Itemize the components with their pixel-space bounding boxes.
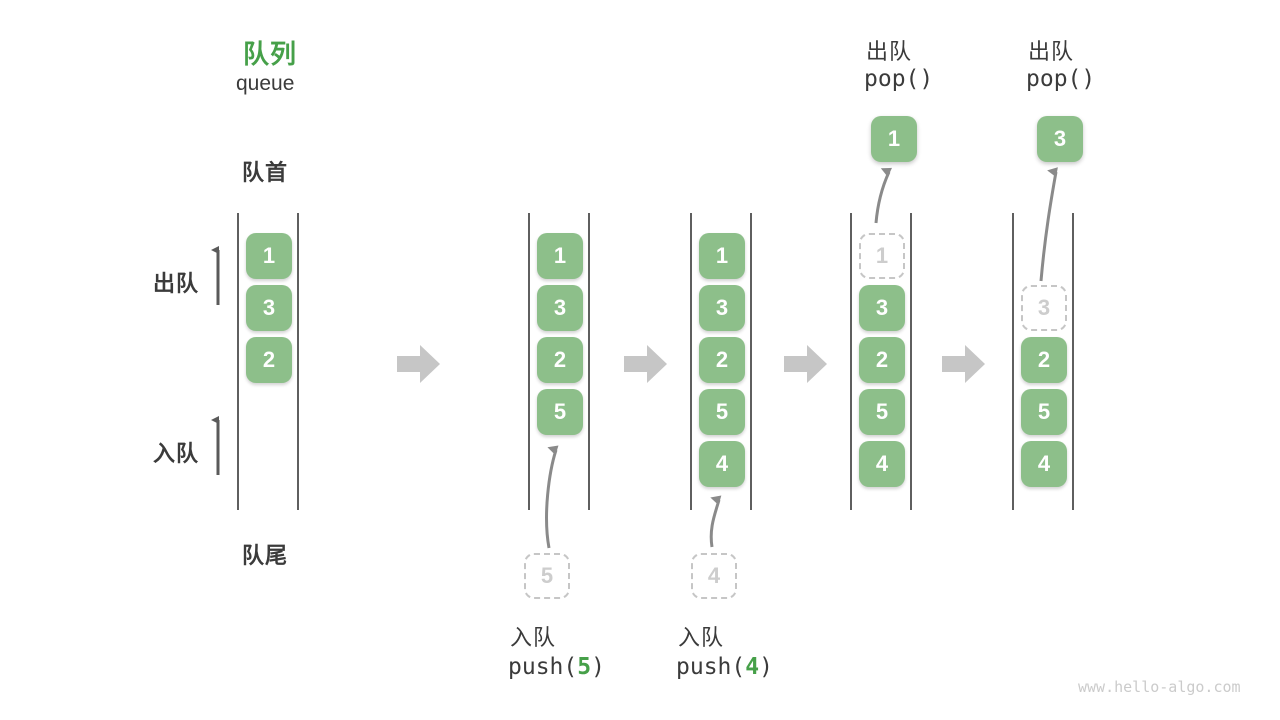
queue-item: 5 (859, 389, 905, 435)
step-arrow-4 (942, 345, 985, 383)
queue-container-state-3: 1 3 2 5 4 (690, 213, 752, 510)
enqueue-side-label: 入队 (153, 441, 200, 466)
popped-item-1: 1 (871, 116, 917, 162)
queue-item: 5 (1021, 389, 1067, 435)
queue-item: 3 (246, 285, 292, 331)
push-4-close: ) (759, 654, 773, 680)
queue-item: 1 (246, 233, 292, 279)
queue-item: 2 (537, 337, 583, 383)
removed-item-placeholder: 1 (859, 233, 905, 279)
queue-item: 2 (699, 337, 745, 383)
step-arrow-3 (784, 345, 827, 383)
queue-item: 4 (1021, 441, 1067, 487)
diagram-title: 队列 (243, 39, 298, 69)
front-label: 队首 (242, 160, 289, 185)
pop-1-label: 出队 (866, 39, 913, 64)
incoming-item-4: 4 (691, 553, 737, 599)
dequeue-side-label: 出队 (153, 271, 200, 296)
watermark: www.hello-algo.com (1078, 678, 1241, 696)
queue-item: 3 (699, 285, 745, 331)
queue-container-state-1: 1 3 2 (237, 213, 299, 510)
diagram-subtitle: queue (236, 72, 295, 95)
rear-label: 队尾 (242, 543, 289, 568)
push-5-code: push(5) (508, 654, 605, 680)
pop-1-code: pop() (864, 66, 934, 92)
pop-2-code: pop() (1026, 66, 1096, 92)
queue-item: 2 (859, 337, 905, 383)
popped-item-3: 3 (1037, 116, 1083, 162)
queue-container-state-5: 3 2 5 4 (1012, 213, 1074, 510)
removed-item-placeholder: 3 (1021, 285, 1067, 331)
queue-item: 2 (246, 337, 292, 383)
queue-item: 4 (699, 441, 745, 487)
push-5-label: 入队 (510, 625, 557, 650)
queue-item: 1 (537, 233, 583, 279)
queue-item: 2 (1021, 337, 1067, 383)
step-arrow-1 (397, 345, 440, 383)
push-4-arg: 4 (745, 654, 760, 680)
queue-item: 5 (537, 389, 583, 435)
queue-container-state-2: 1 3 2 5 (528, 213, 590, 510)
queue-container-state-4: 1 3 2 5 4 (850, 213, 912, 510)
push-5-close: ) (591, 654, 605, 680)
pop-2-label: 出队 (1028, 39, 1075, 64)
push-4-code: push(4) (676, 654, 773, 680)
push-4-fn: push( (676, 654, 746, 680)
queue-item: 4 (859, 441, 905, 487)
queue-item: 5 (699, 389, 745, 435)
queue-item: 3 (859, 285, 905, 331)
queue-item: 3 (537, 285, 583, 331)
push-5-fn: push( (508, 654, 578, 680)
incoming-item-5: 5 (524, 553, 570, 599)
push-4-label: 入队 (678, 625, 725, 650)
step-arrow-2 (624, 345, 667, 383)
push-5-arg: 5 (577, 654, 592, 680)
queue-item: 1 (699, 233, 745, 279)
